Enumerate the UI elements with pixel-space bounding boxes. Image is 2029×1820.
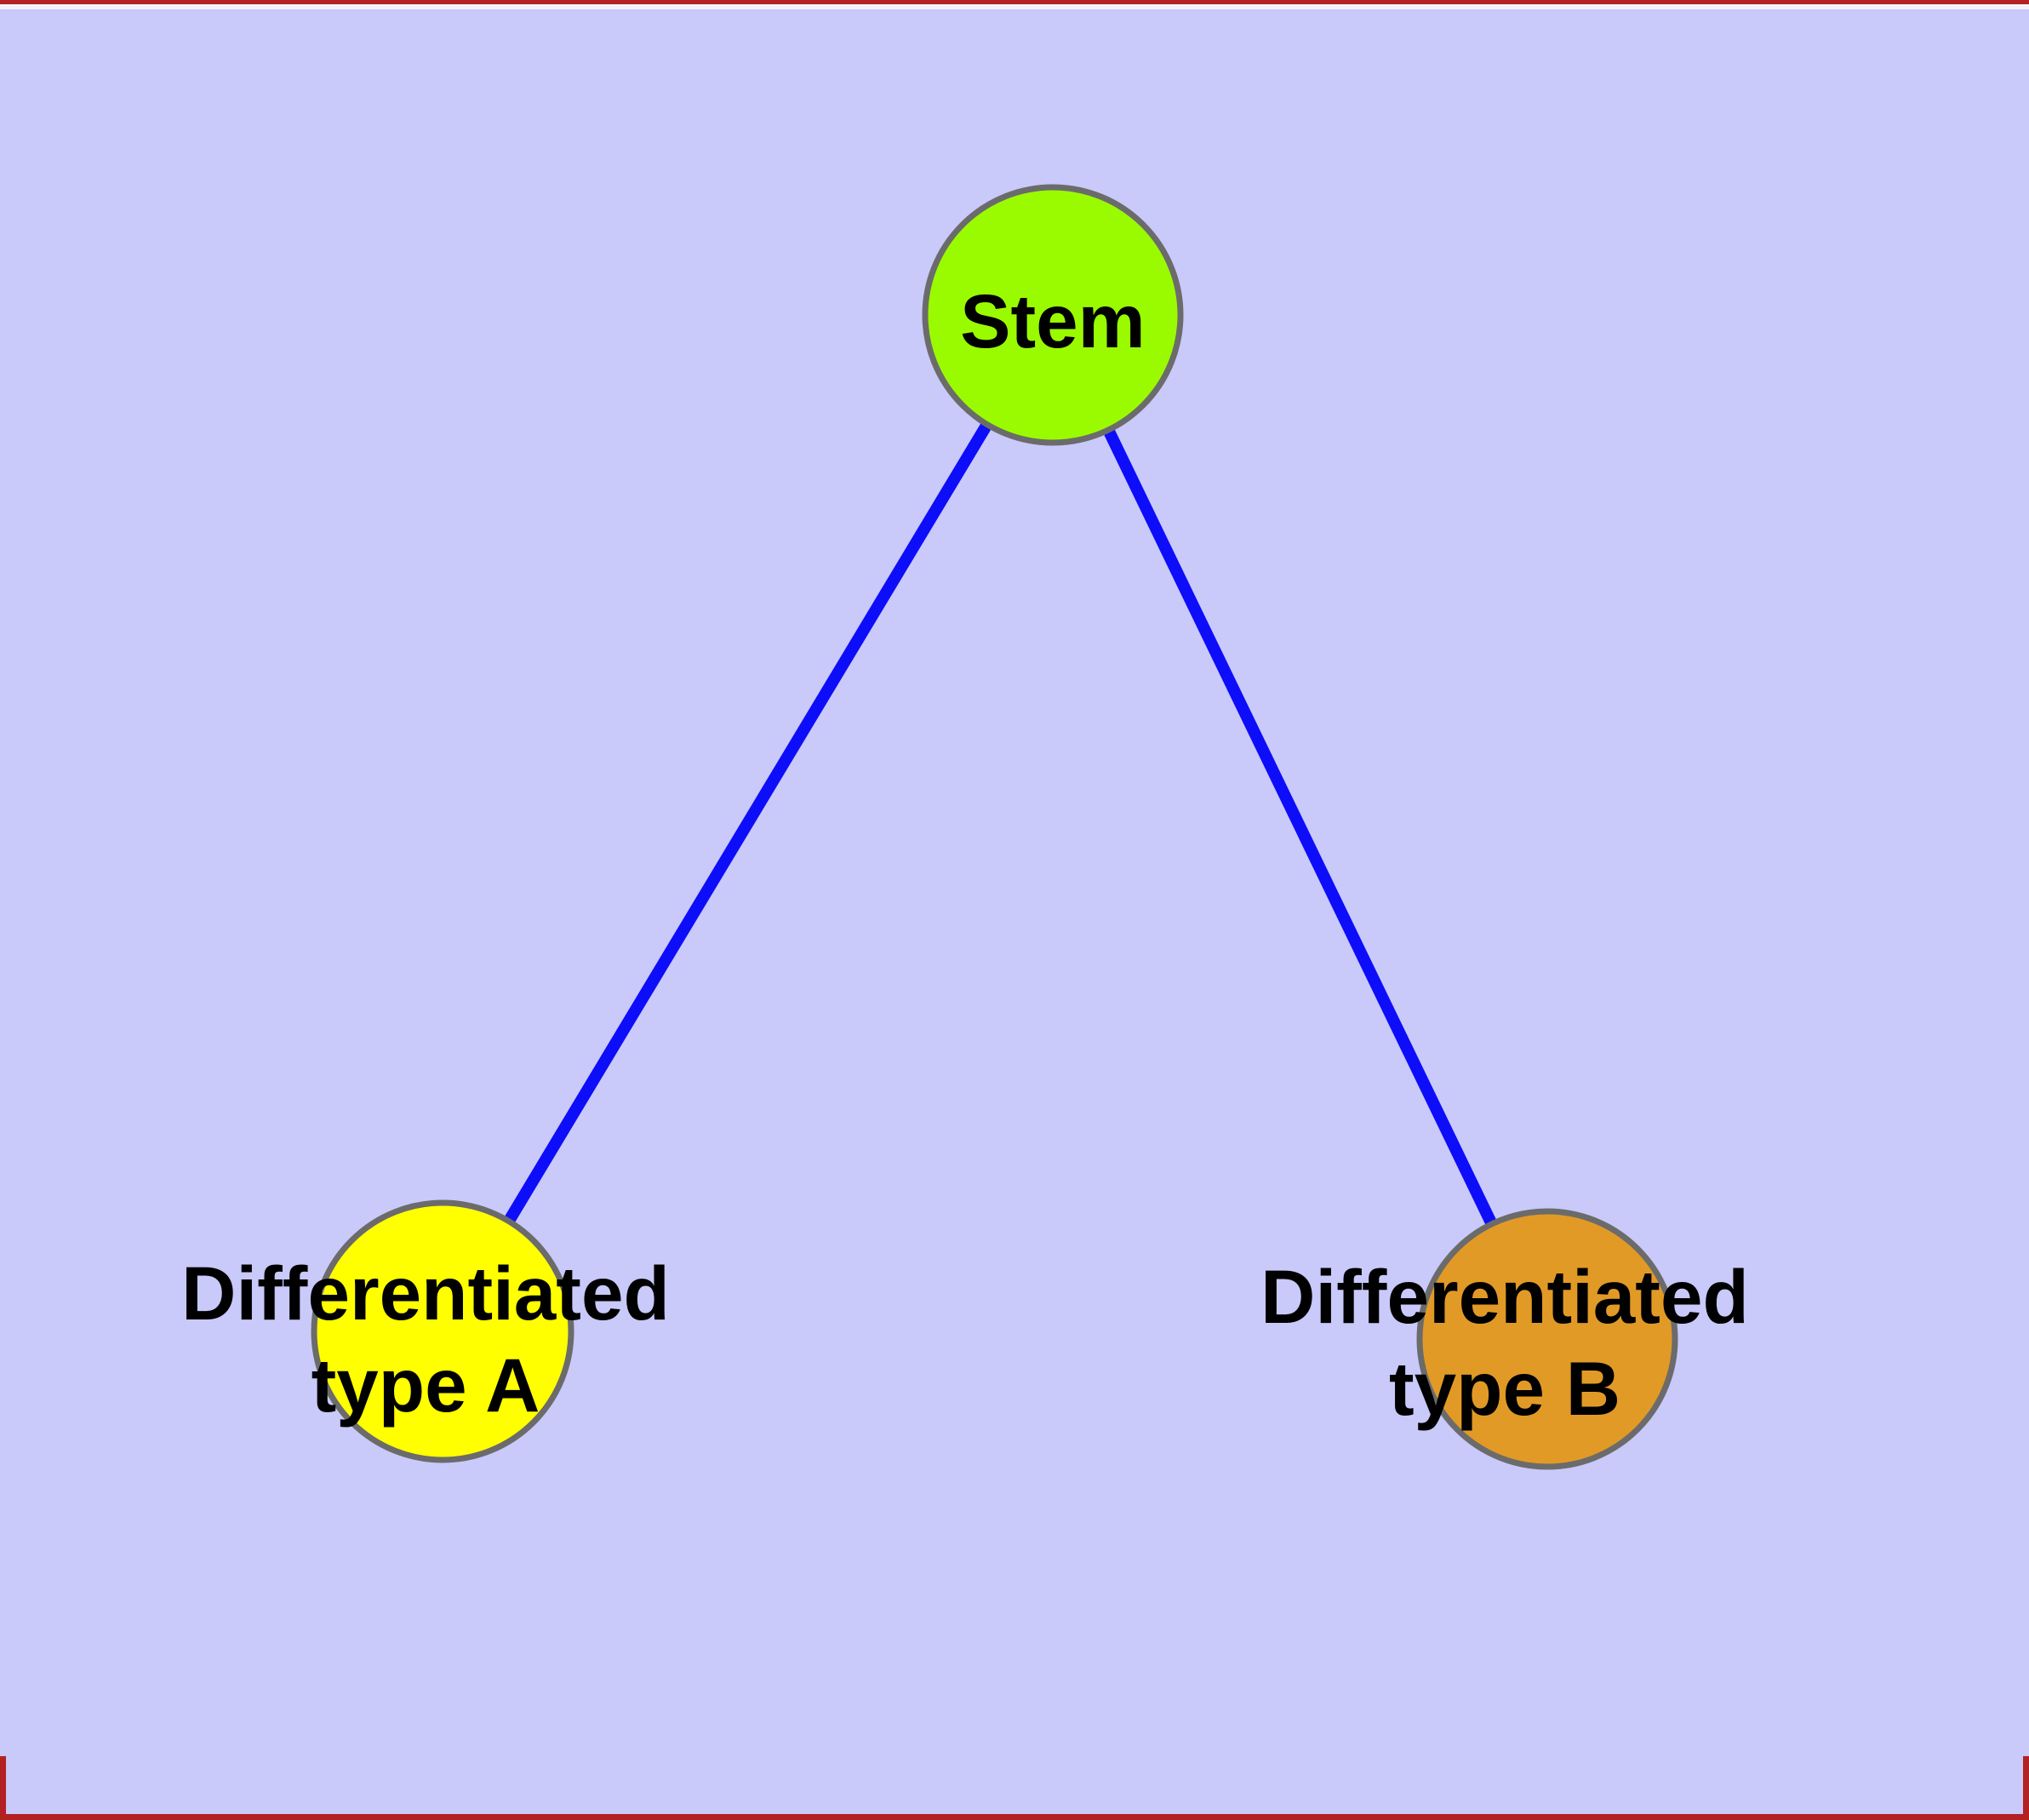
label-layer: Stem Differentiated type A Differentiate… (181, 278, 1749, 1431)
edge-layer (437, 312, 1553, 1342)
label-type-a-line2: type A (311, 1342, 540, 1428)
node-stem[interactable] (922, 184, 1184, 446)
label-type-b-line1: Differentiated (1260, 1254, 1749, 1339)
node-type-a[interactable] (311, 1199, 574, 1463)
bottom-border-line (0, 1814, 2029, 1820)
edge-stem-to-type-b (1047, 312, 1553, 1342)
edge-stem-to-type-a (437, 312, 1059, 1335)
node-layer (311, 184, 1678, 1470)
bottom-left-edge-line (0, 1756, 6, 1820)
label-type-a-line1: Differentiated (181, 1251, 670, 1336)
node-type-b[interactable] (1416, 1208, 1678, 1470)
top-border-line (0, 0, 2029, 4)
bottom-right-edge-line (2023, 1756, 2029, 1820)
top-highlight-strip (0, 4, 2029, 9)
label-type-b-line2: type B (1389, 1346, 1620, 1431)
label-stem: Stem (960, 278, 1146, 363)
